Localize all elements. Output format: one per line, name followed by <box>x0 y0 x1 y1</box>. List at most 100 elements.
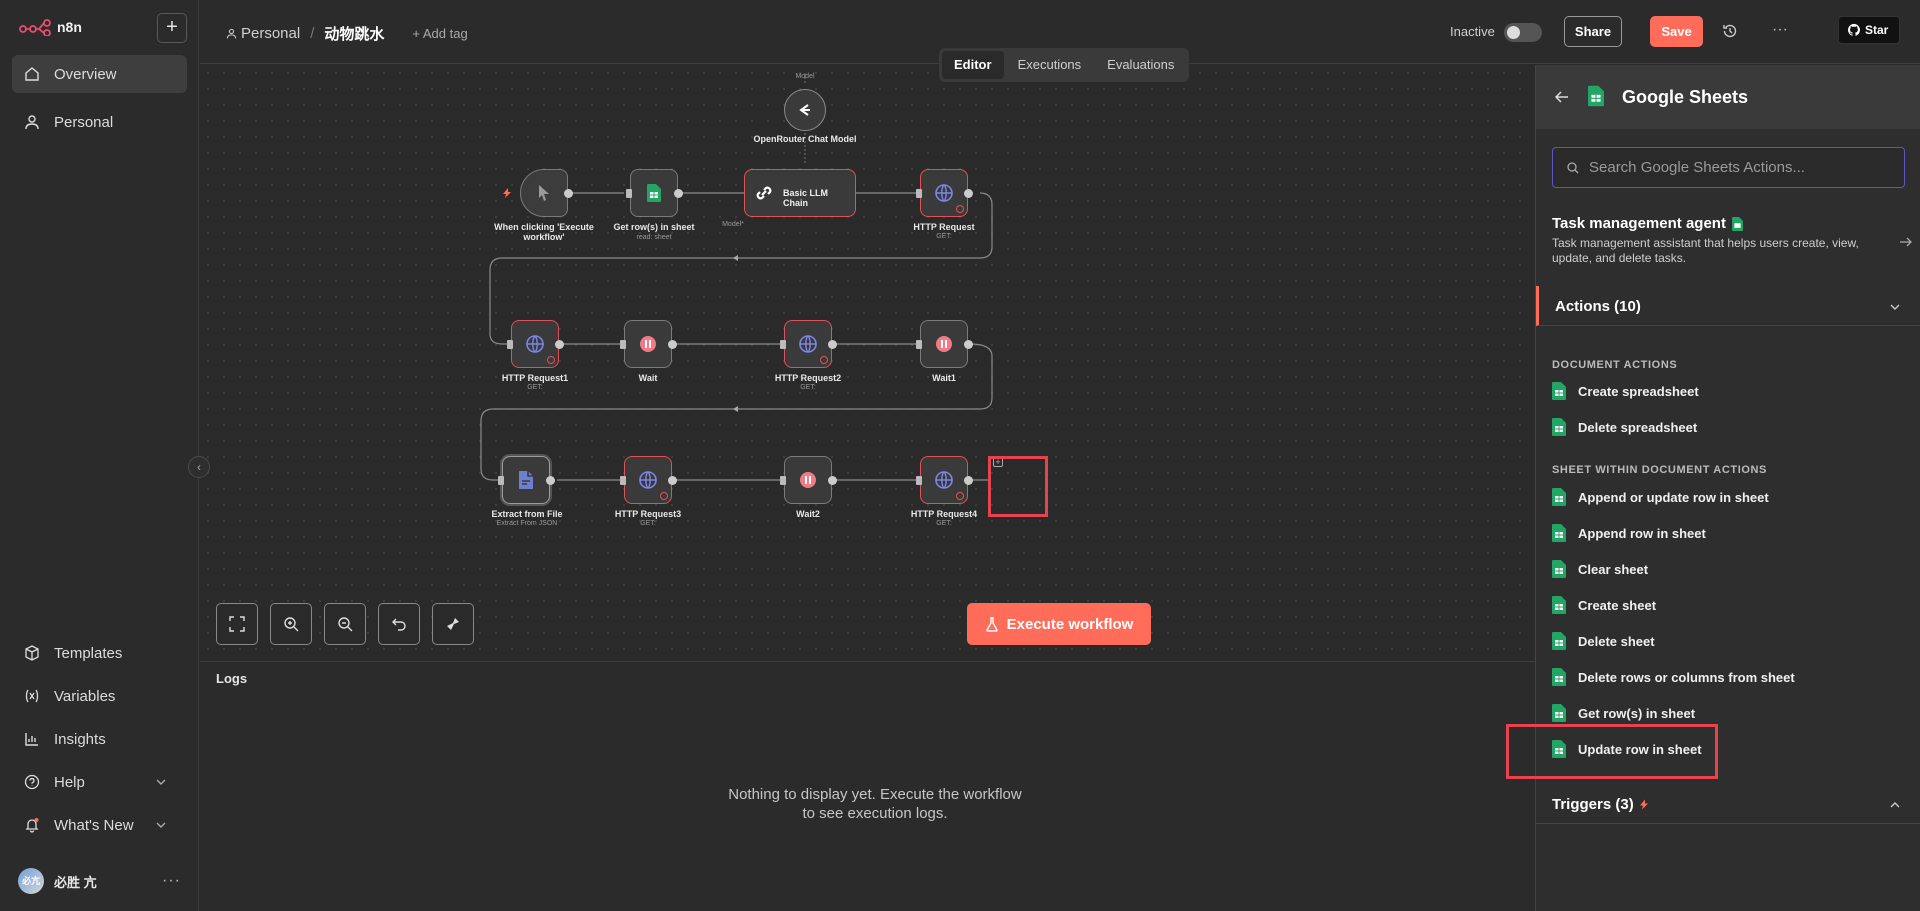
output-handle[interactable] <box>668 476 677 485</box>
user-menu-button[interactable]: ··· <box>162 872 181 889</box>
search-input[interactable] <box>1589 148 1899 187</box>
http-request-node[interactable] <box>916 169 973 217</box>
action-append-row[interactable]: Append row in sheet <box>1552 519 1892 547</box>
history-icon[interactable] <box>1722 23 1738 39</box>
http-request1-node[interactable] <box>507 320 564 368</box>
undo-button[interactable] <box>378 603 420 645</box>
error-indicator <box>820 356 828 364</box>
triggers-header: Triggers (3) <box>1552 796 1648 813</box>
http-request2-node[interactable] <box>780 320 837 368</box>
more-options-button[interactable]: ··· <box>1772 21 1788 38</box>
input-handle[interactable] <box>916 340 922 349</box>
active-toggle[interactable] <box>1504 23 1542 42</box>
http-request4-node[interactable] <box>916 456 973 504</box>
star-label: Star <box>1865 23 1889 37</box>
globe-icon <box>639 471 657 489</box>
zoom-in-button[interactable] <box>270 603 312 645</box>
output-handle[interactable] <box>546 476 555 485</box>
node-subtitle: Model* <box>722 221 744 228</box>
input-handle[interactable] <box>916 476 922 485</box>
tab-editor[interactable]: Editor <box>942 51 1004 79</box>
search-field[interactable] <box>1552 147 1905 188</box>
output-handle[interactable] <box>964 476 973 485</box>
user-profile[interactable]: 必亢 必胜 亢 <box>18 868 97 894</box>
breadcrumb: Personal / 动物跳水 + Add tag <box>226 23 468 44</box>
get-rows-node[interactable] <box>626 169 683 217</box>
workflow-name[interactable]: 动物跳水 <box>324 26 385 43</box>
sidebar-item-variables[interactable]: Variables <box>12 677 187 715</box>
workflow-canvas[interactable]: Editor Executions Evaluations <box>200 48 1535 661</box>
agent-suggestion[interactable]: Task management agent Task management as… <box>1552 215 1912 266</box>
input-handle[interactable] <box>498 476 504 485</box>
zoom-out-button[interactable] <box>324 603 366 645</box>
fit-view-button[interactable] <box>216 603 258 645</box>
basic-llm-chain-node[interactable]: Basic LLM Chain <box>744 169 856 217</box>
output-handle[interactable] <box>828 476 837 485</box>
http-request3-node[interactable] <box>620 456 677 504</box>
input-handle[interactable] <box>780 340 786 349</box>
wait-node[interactable] <box>620 320 677 368</box>
model-connector-label: Model <box>795 73 815 80</box>
collapse-sidebar-button[interactable]: ‹ <box>188 456 210 478</box>
add-tag-button[interactable]: + Add tag <box>412 26 468 41</box>
google-sheets-icon <box>1552 418 1566 436</box>
output-handle[interactable] <box>674 189 683 198</box>
node-subtitle: GET: <box>527 384 543 391</box>
sidebar-item-overview[interactable]: Overview <box>12 55 187 93</box>
breadcrumb-project[interactable]: Personal <box>241 25 301 42</box>
action-delete-rows-or-columns[interactable]: Delete rows or columns from sheet <box>1552 663 1892 691</box>
wait2-node[interactable] <box>780 456 837 504</box>
action-delete-sheet[interactable]: Delete sheet <box>1552 627 1892 655</box>
bell-icon <box>25 818 39 833</box>
output-handle[interactable] <box>828 340 837 349</box>
triggers-section-header[interactable]: Triggers (3) <box>1536 784 1920 824</box>
editor-tabs: Editor Executions Evaluations <box>939 48 1190 82</box>
sidebar-item-help[interactable]: Help <box>12 763 187 801</box>
sidebar-item-insights[interactable]: Insights <box>12 720 187 758</box>
sidebar-item-templates[interactable]: Templates <box>12 634 187 672</box>
action-clear-sheet[interactable]: Clear sheet <box>1552 555 1892 583</box>
input-handle[interactable] <box>780 476 786 485</box>
sidebar-item-whats-new[interactable]: What's New <box>12 806 187 844</box>
action-delete-spreadsheet[interactable]: Delete spreadsheet <box>1552 413 1892 441</box>
node-creator-panel: Google Sheets Task management agent Task… <box>1506 65 1920 911</box>
tidy-up-button[interactable] <box>432 603 474 645</box>
action-append-or-update-row[interactable]: Append or update row in sheet <box>1552 483 1892 511</box>
openrouter-model-node[interactable] <box>784 89 826 131</box>
action-create-sheet[interactable]: Create sheet <box>1552 591 1892 619</box>
actions-section-header[interactable]: Actions (10) <box>1536 286 1920 326</box>
input-handle[interactable] <box>507 340 513 349</box>
action-update-row[interactable]: Update row in sheet <box>1552 735 1892 763</box>
share-button[interactable]: Share <box>1564 16 1622 47</box>
n8n-logo[interactable]: n8n <box>19 18 82 36</box>
arrow-left-icon[interactable] <box>1554 89 1570 105</box>
github-star-button[interactable]: Star <box>1838 16 1900 44</box>
action-create-spreadsheet[interactable]: Create spreadsheet <box>1552 377 1892 405</box>
add-button[interactable]: + <box>157 13 187 43</box>
tab-evaluations[interactable]: Evaluations <box>1107 57 1175 72</box>
node-subtitle: read: sheet <box>636 234 672 241</box>
agent-description: Task management assistant that helps use… <box>1552 236 1859 265</box>
sidebar-item-personal[interactable]: Personal <box>12 103 187 141</box>
output-handle[interactable] <box>964 340 973 349</box>
input-handle[interactable] <box>916 189 922 198</box>
output-handle[interactable] <box>555 340 564 349</box>
action-get-rows[interactable]: Get row(s) in sheet <box>1552 699 1892 727</box>
extract-from-file-node[interactable] <box>498 456 555 504</box>
sidebar: n8n + Overview Personal Templates Variab… <box>0 0 199 911</box>
input-handle[interactable] <box>626 189 632 198</box>
node-label: Wait1 <box>932 373 956 383</box>
cursor-icon <box>539 185 549 201</box>
node-subtitle: GET: <box>936 520 952 527</box>
save-button[interactable]: Save <box>1650 16 1703 47</box>
tab-executions[interactable]: Executions <box>1017 57 1082 72</box>
wait1-node[interactable] <box>916 320 973 368</box>
trigger-node[interactable] <box>520 169 573 217</box>
execute-workflow-button[interactable]: Execute workflow <box>967 603 1151 645</box>
output-handle[interactable] <box>964 189 973 198</box>
output-handle[interactable] <box>668 340 677 349</box>
input-handle[interactable] <box>620 340 626 349</box>
input-handle[interactable] <box>620 476 626 485</box>
output-handle[interactable] <box>564 189 573 198</box>
